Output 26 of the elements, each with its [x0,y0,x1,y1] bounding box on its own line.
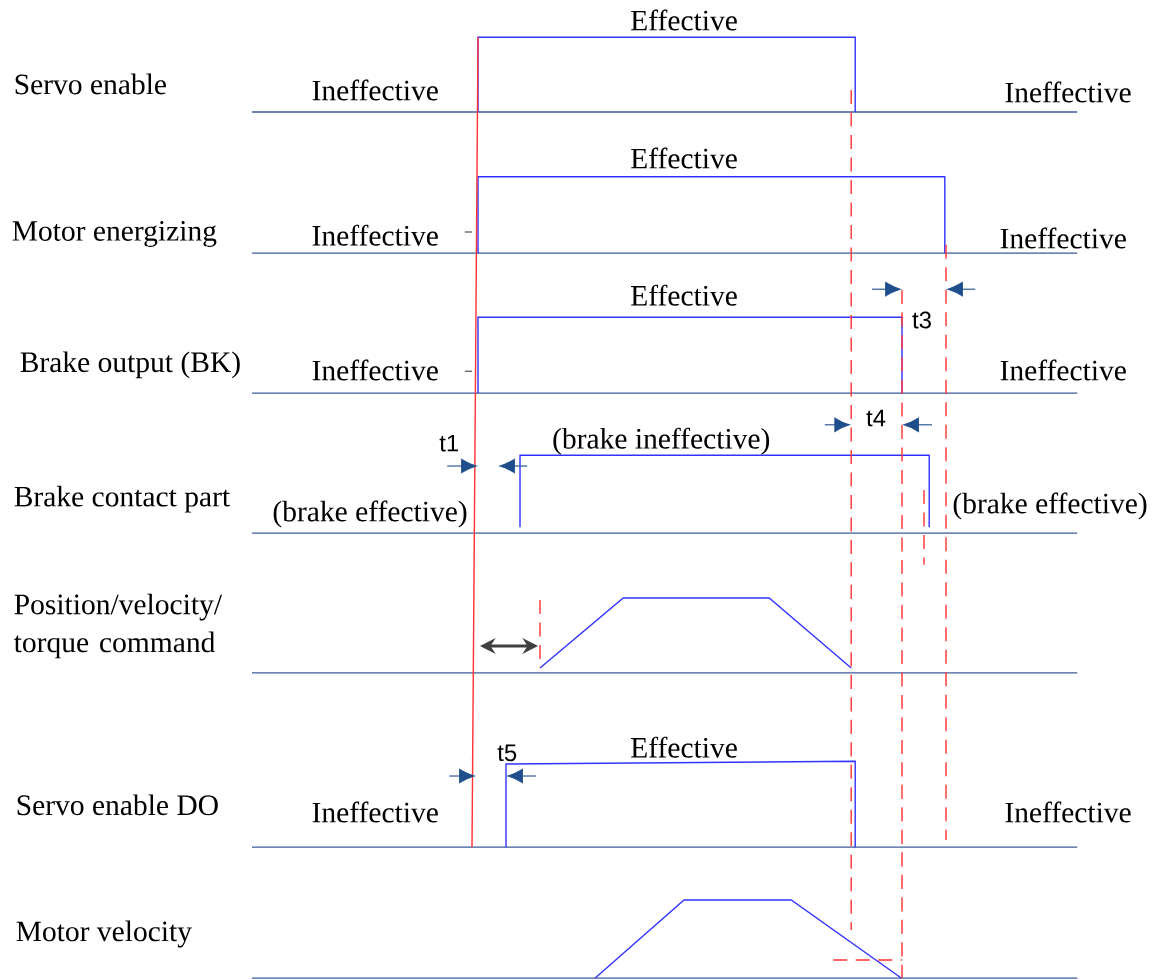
state-label: Ineffective [1000,359,1126,381]
state-label: Effective [631,147,737,169]
state-label: Effective [631,9,737,31]
signal-name: Position/velocity/ torque command [14,593,223,659]
state-label: Ineffective [1005,81,1131,103]
state-label: (brake effective) [953,492,1147,520]
state-label: Ineffective [312,359,438,381]
state-label: Effective [631,284,737,306]
state-label: Effective [631,736,737,758]
signal-name: Brake output (BK) [20,351,240,379]
state-label: (brake effective) [273,500,467,528]
signal-name: Servo enable [15,73,166,95]
time-label: t1 [439,434,458,452]
state-label: Ineffective [312,801,438,823]
state-label: Ineffective [1000,227,1126,249]
state-label: (brake ineffective) [553,427,770,455]
signal-name: Motor energizing [12,221,217,247]
time-label: t4 [866,409,886,427]
signal-name: Motor velocity [16,920,192,948]
signal-name: Servo enable DO [17,794,218,816]
state-label: Ineffective [312,224,438,246]
state-label: Ineffective [312,79,438,101]
signal-name: Brake contact part [14,485,230,513]
time-label: t3 [912,311,931,329]
state-label: Ineffective [1005,801,1131,823]
time-label: t5 [497,744,517,762]
